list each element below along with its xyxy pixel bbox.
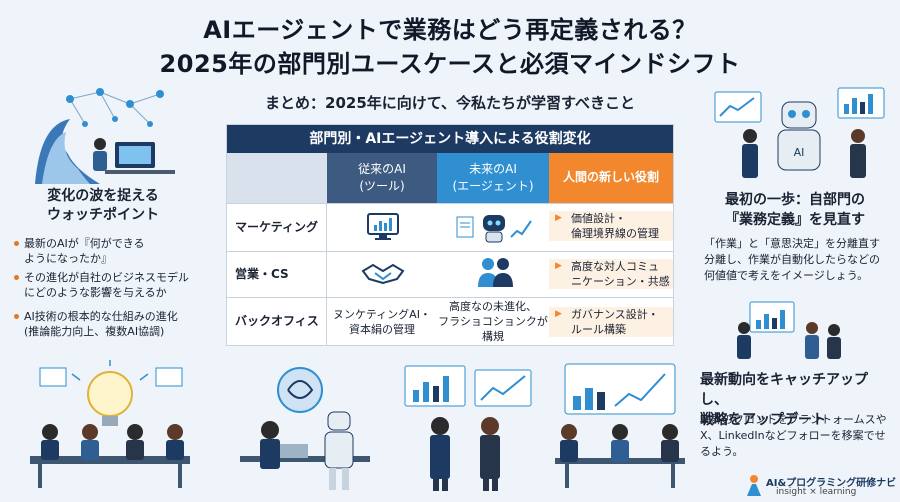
people-group-icon: [478, 258, 513, 287]
column-header-traditional-ai: 従来のAI (ツール): [327, 153, 437, 203]
watchpoint-item: 最新のAIが『何ができる ようになったか』: [14, 236, 224, 266]
handshake-icon: [361, 263, 405, 285]
row-divider: [227, 203, 673, 204]
team-meeting-lightbulb-illustration: [30, 360, 190, 488]
row-label-marketing: マーケティング: [227, 203, 327, 251]
row-divider: [227, 251, 673, 252]
page-title-line1: AIエージェントで業務はどう再定義される？: [203, 16, 697, 44]
logo-name: AI&プログラミング研修ナビ: [766, 478, 897, 489]
monitor-chart-icon: [367, 213, 399, 240]
wave-network-illustration: [35, 88, 175, 184]
page-title-line2: 2025年の部門別ユースケースと必須マインドシフト: [159, 50, 741, 78]
table-corner-cell: [227, 153, 327, 203]
summary-subtitle: まとめ：2025年に向けて、今私たちが学習すべきこと: [265, 94, 635, 112]
logo-tagline: insight × learning: [776, 487, 857, 497]
column-header-future-ai: 未来のAI (エージェント): [437, 153, 549, 203]
update-text: 業界のフロントをブラントォームスやX、LinkedInなどフォローを移案でせるよ…: [700, 413, 887, 458]
first-step-heading: 最初の一歩：自部門の 『業務定義』を見直す: [725, 192, 865, 228]
presentation-team-illustration: [404, 365, 532, 491]
svg-text:AI: AI: [794, 146, 805, 159]
role-sales: 高度な対人コミュ ニケーション・共感: [549, 259, 673, 289]
row-label-backoffice: バックオフィス: [227, 297, 327, 345]
person-and-robot-illustration: [240, 367, 370, 490]
backoffice-future-ai: 高度なの未進化、 フラショコションクが 構規: [438, 300, 548, 343]
watchpoint-item: その進化が自社のビジネスモデル にどのような影響を与えるか: [14, 270, 224, 300]
role-marketing: 価値設計・ 倫理境界線の管理: [549, 211, 673, 241]
update-heading: 最新動向をキャッチアップし、 戦略をアップデート: [700, 372, 868, 428]
watchpoint-item: AI技術の根本的な仕組みの進化 (推論能力向上、複数AI協調): [14, 309, 224, 339]
column-header-human-role: 人間の新しい役割: [549, 153, 673, 203]
watchpoint-heading: 変化の波を捉える ウォッチポイント: [47, 188, 159, 223]
role-marketing-text: 価値設計・ 倫理境界線の管理: [571, 212, 659, 240]
first-step-text: 「作業」と「意思決定」を分離直す分離し、作業が自動化したらなどの何値値で考えをイ…: [704, 237, 880, 282]
row-label-sales: 営業・CS: [227, 251, 327, 297]
role-change-table: 部門別・AIエージェント導入による役割変化 従来のAI (ツール) 未来のAI …: [226, 124, 674, 346]
presenter-illustration: [737, 301, 841, 359]
role-backoffice-text: ガバナンス設計・ ルール構築: [571, 308, 659, 336]
role-backoffice: ガバナンス設計・ ルール構築: [549, 307, 673, 337]
logo-mark-icon: [747, 475, 761, 496]
dashboard-meeting-illustration: [555, 363, 685, 488]
robot-analytics-icon: [456, 215, 532, 243]
table-header: 部門別・AIエージェント導入による役割変化: [227, 125, 673, 153]
role-sales-text: 高度な対人コミュ ニケーション・共感: [571, 260, 670, 288]
backoffice-traditional-ai: ヌンケティングAI・ 資本絹の管理: [333, 308, 431, 336]
robot-team-illustration: AI: [714, 87, 885, 178]
brand-logo: AI&プログラミング研修ナビ insight × learning: [740, 472, 900, 502]
row-divider: [227, 297, 673, 298]
